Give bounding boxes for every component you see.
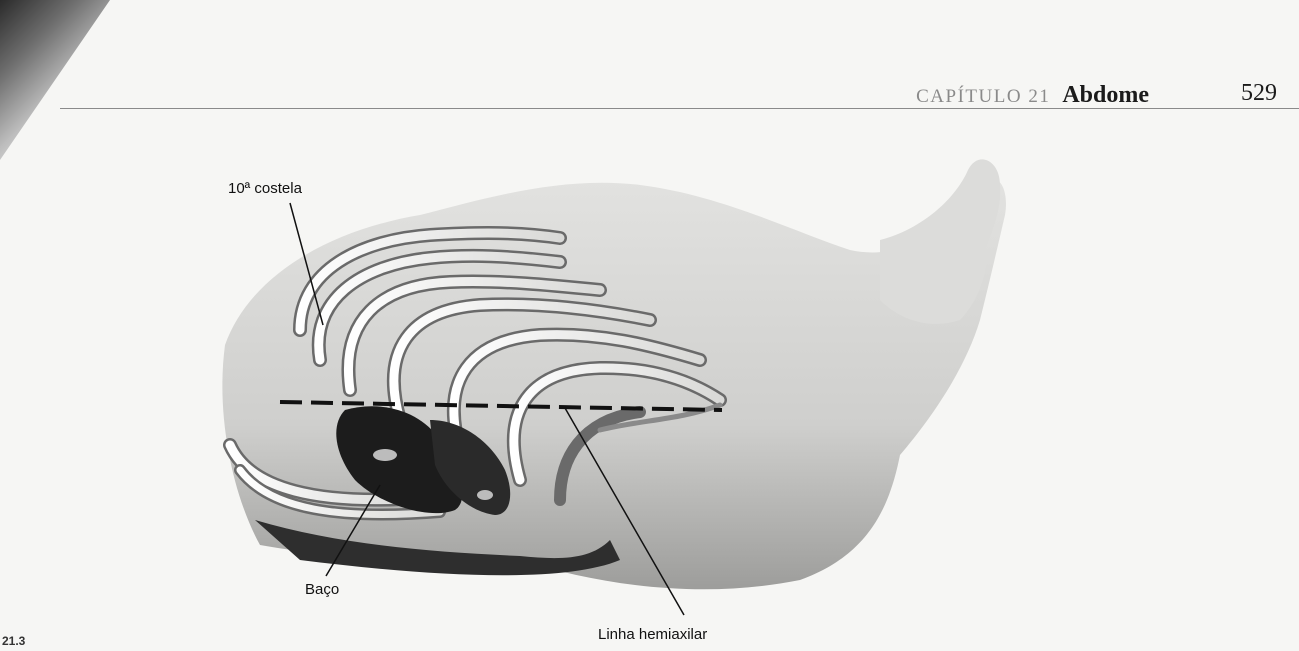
label-spleen: Baço xyxy=(305,581,339,598)
label-10th-rib: 10ª costela xyxy=(228,180,302,197)
label-mid-axillary-line: Linha hemiaxilar xyxy=(598,626,707,643)
figure-number: 21.3 xyxy=(2,634,25,648)
